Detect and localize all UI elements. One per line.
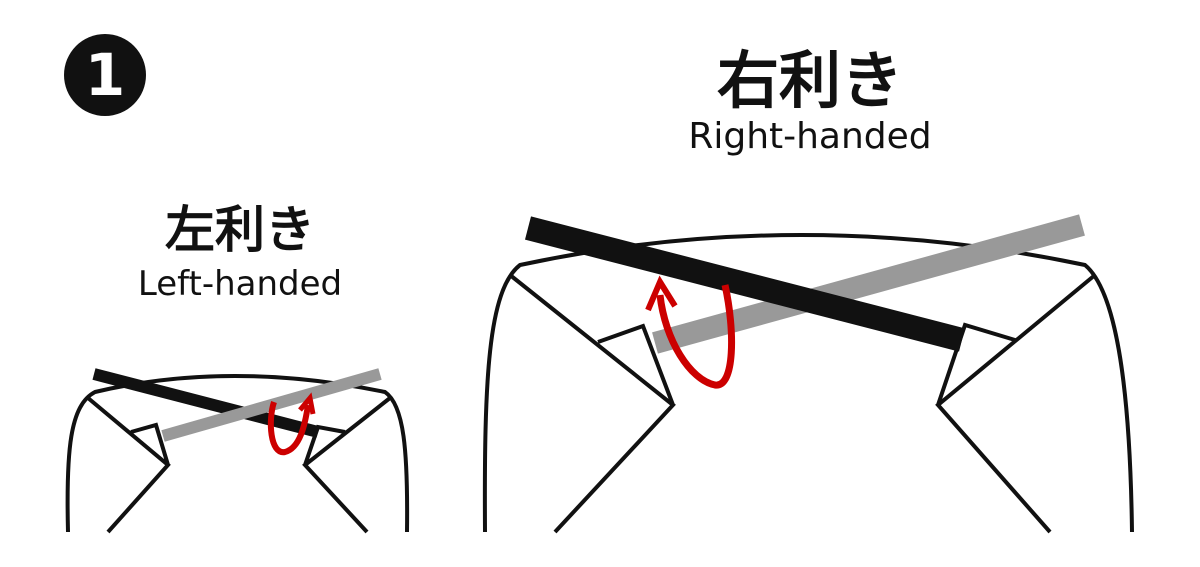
dark-band xyxy=(525,216,965,352)
left-collar-outline xyxy=(65,374,410,533)
right-collar-right-point xyxy=(935,273,1097,534)
right-collar-diagram xyxy=(482,214,1134,534)
left-collar-right-point xyxy=(302,396,392,534)
left-title-jp: 左利き xyxy=(165,201,315,259)
right-collar-left-point xyxy=(508,273,676,534)
left-collar-diagram xyxy=(65,368,410,534)
rotation-arrow-icon xyxy=(267,401,311,456)
light-band xyxy=(652,214,1085,354)
left-title-en: Left-handed xyxy=(137,264,343,304)
right-collar-outline xyxy=(482,233,1134,533)
rotation-arrow-icon xyxy=(656,284,736,389)
dark-band xyxy=(92,368,320,438)
left-collar-left-point xyxy=(86,396,171,534)
right-title-en: Right-handed xyxy=(688,116,932,157)
right-title-jp: 右利き xyxy=(716,44,903,117)
step-number-badge: 1 xyxy=(64,34,146,116)
